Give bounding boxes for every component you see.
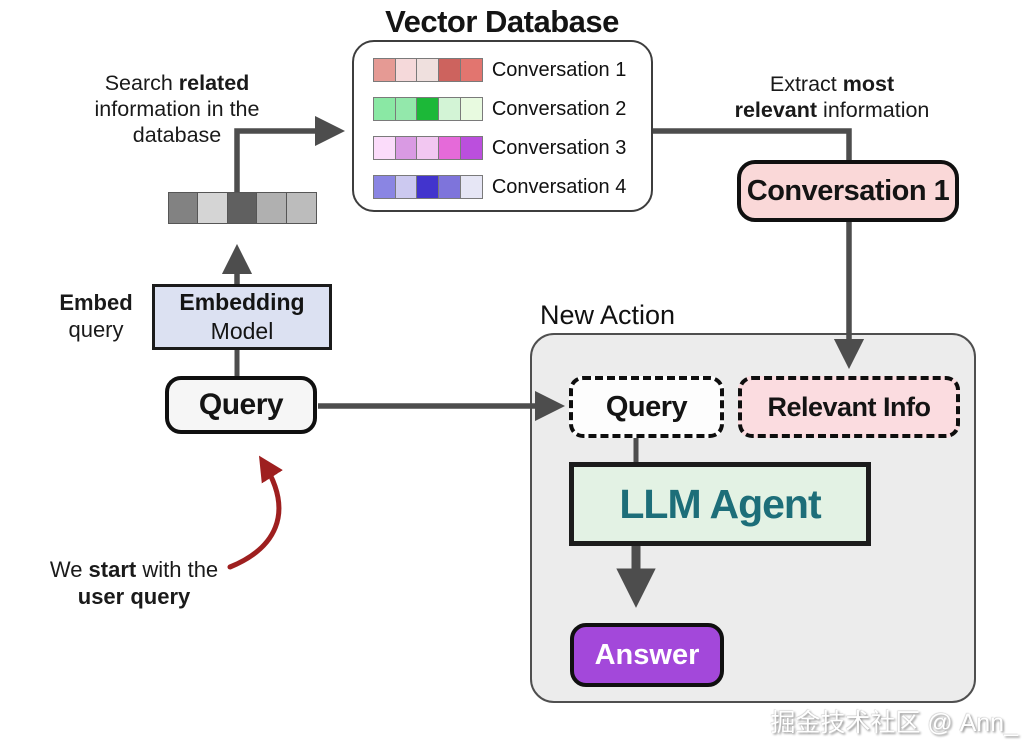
conversation-row-1: Conversation 1	[373, 58, 626, 82]
vector-database-box: Conversation 1 Conversation 2 Conversati…	[352, 40, 653, 212]
extract-note-line2: information	[817, 98, 930, 123]
conversation-row-4: Conversation 4	[373, 175, 626, 199]
color-swatch	[168, 192, 199, 224]
search-note-line2: information in the	[94, 97, 260, 122]
embed-note-bold: Embed	[59, 290, 133, 315]
conversation-row-label: Conversation 2	[491, 97, 627, 120]
color-swatch	[256, 192, 288, 224]
color-swatch	[197, 192, 229, 224]
start-note-line1c: with the	[136, 557, 219, 582]
embedding-model-node: Embedding Model	[152, 284, 332, 350]
extract-note-bold2: relevant	[734, 98, 818, 123]
color-swatch	[416, 136, 440, 160]
embed-query-note: Embed query	[42, 290, 150, 344]
color-swatch	[459, 97, 483, 121]
extract-note: Extract most relevant information	[717, 71, 947, 123]
color-swatch	[394, 97, 418, 121]
conversation-row-label: Conversation 4	[491, 175, 627, 198]
embedding-swatch-strip	[373, 136, 483, 160]
color-swatch	[416, 175, 440, 199]
embed-note-line2: query	[68, 316, 124, 342]
search-note-line3: database	[132, 123, 222, 148]
color-swatch	[416, 58, 440, 82]
start-note: We start with the user query	[24, 557, 244, 611]
relevant-info-node: Relevant Info	[738, 376, 960, 438]
color-swatch	[373, 136, 396, 160]
color-swatch	[416, 97, 440, 121]
color-swatch	[438, 175, 462, 199]
color-swatch	[459, 136, 483, 160]
embedding-swatch-strip	[373, 175, 483, 199]
llm-agent-node: LLM Agent	[569, 462, 871, 546]
color-swatch	[373, 58, 396, 82]
embedding-model-label-line2: Model	[210, 318, 274, 344]
start-note-bold1: start	[88, 557, 137, 582]
color-swatch	[373, 175, 396, 199]
embedding-swatch-strip	[373, 58, 483, 82]
embedding-model-label-line1: Embedding	[179, 289, 305, 316]
search-note-text: Search	[104, 71, 179, 95]
new-action-label: New Action	[540, 300, 676, 330]
color-swatch	[285, 192, 317, 224]
color-swatch	[394, 175, 418, 199]
extract-note-bold1: most	[842, 72, 895, 96]
dashed-query-node: Query	[569, 376, 724, 438]
embedding-swatch-strip	[373, 97, 483, 121]
red-annotation-arrow	[227, 455, 283, 570]
color-swatch	[226, 192, 258, 224]
color-swatch	[438, 58, 462, 82]
query-node: Query	[165, 376, 317, 434]
extract-note-text: Extract	[769, 72, 843, 96]
arrow-vector-to-database	[234, 115, 346, 192]
color-swatch	[459, 175, 483, 199]
conversation-row-2: Conversation 2	[373, 97, 626, 121]
start-note-bold2: user query	[77, 583, 191, 609]
watermark: 掘金技术社区 @ Ann_	[770, 709, 1018, 737]
search-note: Search related information in the databa…	[72, 70, 282, 149]
color-swatch	[459, 58, 483, 82]
color-swatch	[394, 136, 418, 160]
color-swatch	[394, 58, 418, 82]
query-embedding-vector	[168, 192, 317, 224]
color-swatch	[438, 136, 462, 160]
conversation1-result-node: Conversation 1	[737, 160, 959, 222]
conversation-row-label: Conversation 3	[491, 136, 627, 159]
conversation-row-label: Conversation 1	[491, 58, 627, 81]
start-note-text: We	[49, 557, 89, 582]
color-swatch	[438, 97, 462, 121]
search-note-bold: related	[178, 71, 250, 95]
vector-database-title: Vector Database	[385, 4, 619, 39]
answer-node: Answer	[570, 623, 724, 687]
color-swatch	[373, 97, 396, 121]
arrow-database-to-relevant-info	[653, 128, 865, 370]
conversation-row-3: Conversation 3	[373, 136, 626, 160]
